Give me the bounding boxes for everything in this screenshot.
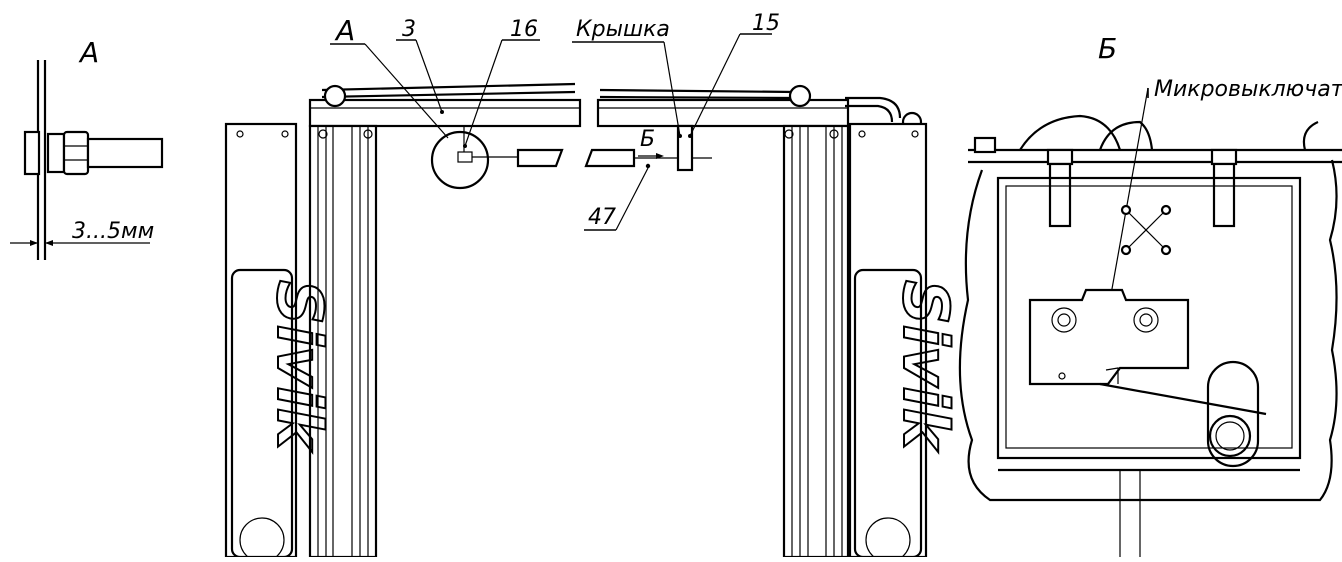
gap-dimension: 3...5мм	[72, 219, 154, 244]
detail-b-title: Б	[1098, 32, 1117, 65]
callout-part-15: 15	[752, 11, 780, 36]
right-logo: Sivik	[865, 279, 963, 562]
frame-main-view: Sivik Sivik	[224, 82, 963, 562]
callout-part-16: 16	[510, 17, 538, 42]
right-logo-text: Sivik	[889, 280, 962, 453]
detail-a-title: А	[78, 36, 99, 69]
microswitch-label: Микровыключатель	[1154, 77, 1342, 102]
callout-part-47: 47	[588, 205, 616, 230]
detail-b-view: Б Микровыключатель	[958, 32, 1342, 557]
left-logo: Sivik	[239, 279, 337, 562]
callout-a: А	[334, 14, 355, 47]
callout-lid: Крышка	[576, 17, 670, 42]
detail-a-circle	[430, 130, 490, 190]
callouts: А 3 16 Крышка 15 Б 47	[330, 11, 780, 231]
detail-a-view: А 3...5мм	[10, 36, 164, 260]
arrow-b-label: Б	[640, 127, 655, 152]
callout-part-3: 3	[402, 17, 416, 42]
left-logo-text: Sivik	[263, 280, 336, 453]
